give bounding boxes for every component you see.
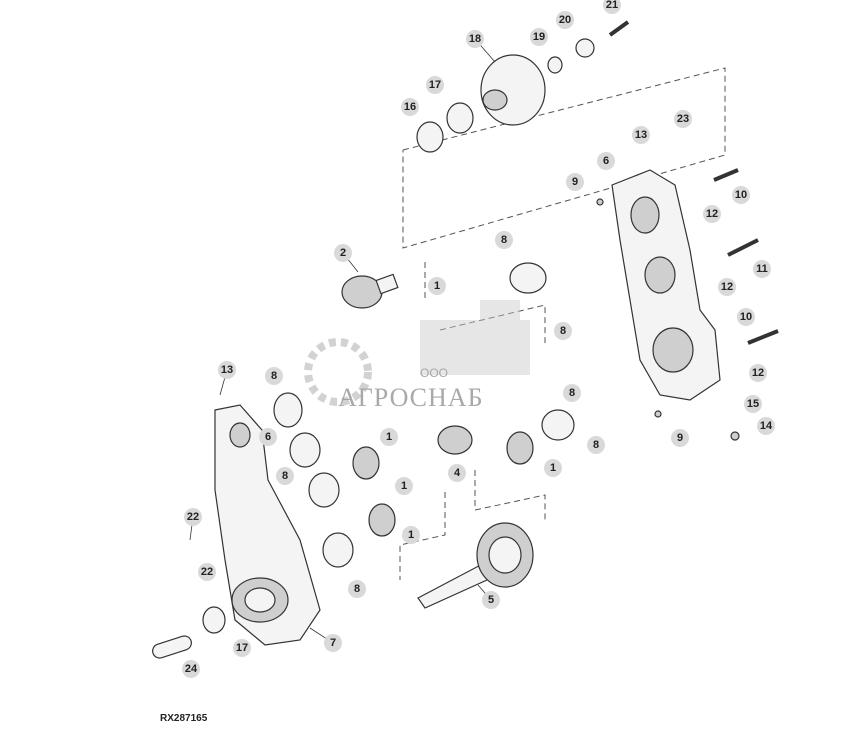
callout-label: 19 bbox=[533, 31, 545, 43]
callout-label: 8 bbox=[593, 439, 599, 451]
callout-5: 5 bbox=[482, 591, 500, 609]
callout-label: 8 bbox=[560, 325, 566, 337]
callout-label: 10 bbox=[735, 189, 747, 201]
bearings-and-rings bbox=[202, 38, 595, 634]
callout-7: 7 bbox=[324, 634, 342, 652]
assembly-dashed-lines bbox=[399, 67, 726, 580]
callout-19: 19 bbox=[530, 28, 548, 46]
callout-8-mid-right: 8 bbox=[554, 322, 572, 340]
callout-label: 18 bbox=[469, 33, 481, 45]
callout-18: 18 bbox=[466, 30, 484, 48]
callout-12-bottom: 12 bbox=[749, 364, 767, 382]
callout-label: 12 bbox=[721, 281, 733, 293]
callout-label: 13 bbox=[635, 129, 647, 141]
callout-label: 1 bbox=[386, 431, 392, 443]
callout-22-bottom: 22 bbox=[198, 563, 216, 581]
callout-label: 17 bbox=[236, 642, 248, 654]
callout-label: 11 bbox=[756, 263, 768, 275]
callout-8-top: 8 bbox=[495, 231, 513, 249]
figure-id: RX287165 bbox=[160, 713, 208, 724]
callout-label: 23 bbox=[677, 113, 689, 125]
callout-label: 1 bbox=[434, 280, 440, 292]
callout-15: 15 bbox=[744, 395, 762, 413]
callout-1-top: 1 bbox=[428, 277, 446, 295]
callout-label: 12 bbox=[706, 208, 718, 220]
callout-10-top: 10 bbox=[732, 186, 750, 204]
callout-label: 6 bbox=[265, 431, 271, 443]
callout-1-left-a: 1 bbox=[380, 428, 398, 446]
callout-label: 21 bbox=[606, 0, 618, 11]
callout-17-top: 17 bbox=[426, 76, 444, 94]
callout-24: 24 bbox=[182, 660, 200, 678]
watermark-prefix: ООО bbox=[420, 366, 449, 380]
callout-20: 20 bbox=[556, 11, 574, 29]
callout-label: 7 bbox=[330, 637, 336, 649]
flange-hub bbox=[480, 54, 546, 126]
callout-label: 8 bbox=[271, 370, 277, 382]
callout-label: 12 bbox=[752, 367, 764, 379]
callout-21: 21 bbox=[603, 0, 621, 14]
output-shaft-gear bbox=[417, 522, 534, 609]
callout-8-right-b: 8 bbox=[587, 436, 605, 454]
callout-10-mid: 10 bbox=[737, 308, 755, 326]
input-gear bbox=[341, 273, 399, 309]
callout-label: 1 bbox=[550, 462, 556, 474]
callout-13-right: 13 bbox=[632, 126, 650, 144]
right-housing bbox=[611, 169, 721, 401]
callout-8-left-top: 8 bbox=[265, 367, 283, 385]
callout-22-top: 22 bbox=[184, 508, 202, 526]
callout-label: 16 bbox=[404, 101, 416, 113]
watermark-name: АГРОСНАБ bbox=[338, 383, 484, 412]
callout-label: 8 bbox=[354, 583, 360, 595]
callout-8-left-mid: 8 bbox=[276, 467, 294, 485]
callout-label: 17 bbox=[429, 79, 441, 91]
callout-9-top: 9 bbox=[566, 173, 584, 191]
callout-1-left-c: 1 bbox=[402, 526, 420, 544]
callout-12-top: 12 bbox=[703, 205, 721, 223]
callout-8-left-bottom: 8 bbox=[348, 580, 366, 598]
callout-label: 6 bbox=[603, 155, 609, 167]
callout-label: 5 bbox=[488, 594, 494, 606]
callout-12-mid: 12 bbox=[718, 278, 736, 296]
callout-1-right: 1 bbox=[544, 459, 562, 477]
callout-16: 16 bbox=[401, 98, 419, 116]
callout-13-left: 13 bbox=[218, 361, 236, 379]
callout-label: 15 bbox=[747, 398, 759, 410]
callout-1-left-b: 1 bbox=[395, 477, 413, 495]
intermediate-gear bbox=[437, 425, 473, 455]
callout-label: 1 bbox=[401, 480, 407, 492]
callout-label: 1 bbox=[408, 529, 414, 541]
callout-label: 22 bbox=[187, 511, 199, 523]
callout-23: 23 bbox=[674, 110, 692, 128]
callout-label: 4 bbox=[454, 467, 461, 479]
callout-8-right-a: 8 bbox=[563, 384, 581, 402]
callout-6-right: 6 bbox=[597, 152, 615, 170]
callout-label: 13 bbox=[221, 364, 233, 376]
callout-label: 8 bbox=[501, 234, 507, 246]
callout-9-bottom: 9 bbox=[671, 429, 689, 447]
callout-6-left: 6 bbox=[259, 428, 277, 446]
left-housing bbox=[214, 404, 321, 646]
callout-label: 9 bbox=[677, 432, 683, 444]
callout-4: 4 bbox=[448, 464, 466, 482]
callout-label: 2 bbox=[340, 247, 346, 259]
callout-2: 2 bbox=[334, 244, 352, 262]
watermark-logo bbox=[304, 300, 530, 406]
callout-label: 8 bbox=[282, 470, 288, 482]
callout-label: 9 bbox=[572, 176, 578, 188]
callout-label: 14 bbox=[760, 420, 773, 432]
callout-label: 24 bbox=[185, 663, 198, 675]
callout-label: 10 bbox=[740, 311, 752, 323]
callout-14: 14 bbox=[757, 417, 775, 435]
callout-label: 22 bbox=[201, 566, 213, 578]
callout-label: 20 bbox=[559, 14, 571, 26]
callout-17-bottom: 17 bbox=[233, 639, 251, 657]
callout-11: 11 bbox=[753, 260, 771, 278]
bolts-and-pins bbox=[152, 20, 779, 659]
callout-label: 8 bbox=[569, 387, 575, 399]
